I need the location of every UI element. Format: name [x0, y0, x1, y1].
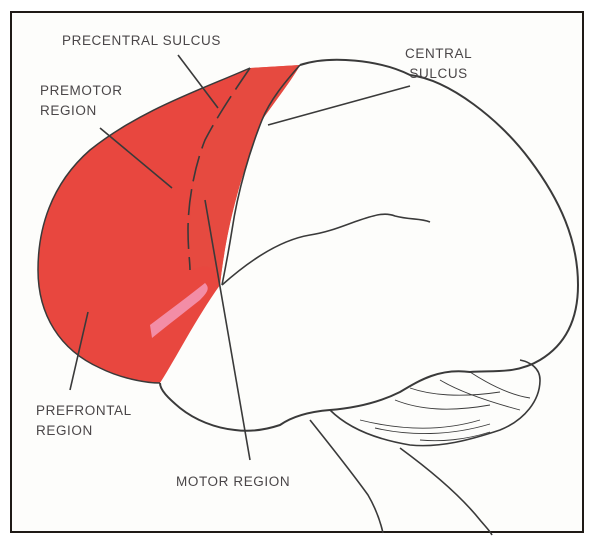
label-prefrontal-line1: PREFRONTAL — [36, 403, 132, 419]
label-precentral-sulcus: PRECENTRAL SULCUS — [62, 33, 221, 49]
label-premotor-line1: PREMOTOR — [40, 83, 123, 99]
cerebellum-folia — [360, 372, 530, 441]
label-prefrontal-line2: REGION — [36, 423, 132, 439]
motor-leader — [205, 200, 250, 460]
label-premotor-line2: REGION — [40, 103, 123, 119]
label-central-sulcus: CENTRAL SULCUS — [405, 46, 472, 82]
brainstem-outline — [310, 420, 383, 533]
lateral-fissure — [222, 214, 430, 285]
label-motor-region: MOTOR REGION — [176, 474, 290, 490]
label-central-sulcus-line2: SULCUS — [405, 66, 472, 82]
label-central-sulcus-line1: CENTRAL — [405, 46, 472, 62]
central-leader — [268, 86, 410, 125]
label-premotor-region: PREMOTOR REGION — [40, 83, 123, 119]
cerebellum-outline — [330, 360, 540, 446]
label-prefrontal-region: PREFRONTAL REGION — [36, 403, 132, 439]
brainstem-outline-2 — [400, 448, 492, 535]
